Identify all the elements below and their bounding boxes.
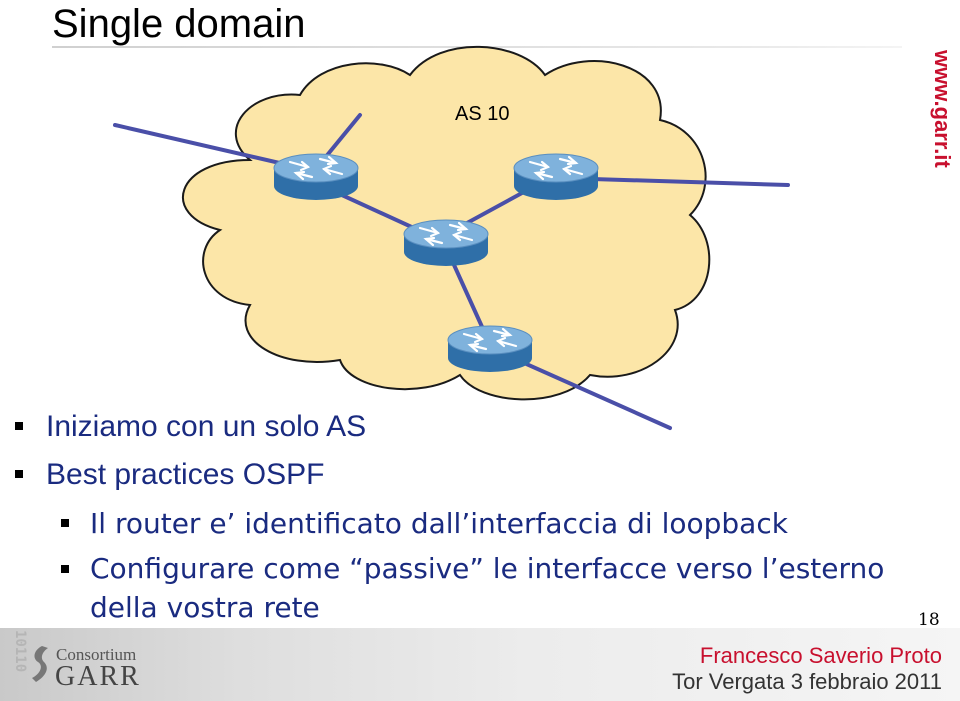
footer-digits-decoration: 10110 bbox=[12, 630, 28, 673]
sub-bullet-marker bbox=[61, 565, 69, 573]
page-number: 18 bbox=[918, 610, 940, 630]
site-url-watermark: www.garr.it bbox=[930, 50, 955, 168]
network-diagram: AS 10 bbox=[113, 45, 790, 430]
logo-consortium-text: Consortium bbox=[56, 645, 137, 664]
sub-bullet-marker bbox=[61, 519, 69, 527]
author-name: Francesco Saverio Proto bbox=[699, 643, 942, 668]
slide-title: Single domain bbox=[52, 2, 306, 46]
router-icon bbox=[272, 152, 360, 202]
bullet-marker bbox=[15, 422, 23, 430]
router-icon bbox=[446, 324, 534, 374]
bullet-item: Iniziamo con un solo AS bbox=[46, 410, 367, 443]
sub-bullet-item: Configurare come “passive” le interfacce… bbox=[90, 552, 885, 585]
footer-banner: 10110 Consortium GARR Francesco Saverio … bbox=[0, 628, 960, 701]
logo-garr-text: GARR bbox=[55, 661, 141, 692]
sub-bullet-item: Il router e’ identificato dall’interfacc… bbox=[90, 507, 788, 540]
event-info: Tor Vergata 3 febbraio 2011 bbox=[672, 669, 942, 694]
garr-logo-icon bbox=[32, 646, 48, 682]
sub-bullet-continuation: della vostra rete bbox=[90, 591, 320, 624]
router-icon bbox=[512, 152, 600, 202]
router-icon bbox=[402, 218, 490, 268]
bullet-item: Best practices OSPF bbox=[46, 458, 325, 491]
network-diagram-canvas bbox=[113, 45, 790, 430]
as-label: AS 10 bbox=[455, 103, 510, 125]
bullet-marker bbox=[15, 470, 23, 478]
